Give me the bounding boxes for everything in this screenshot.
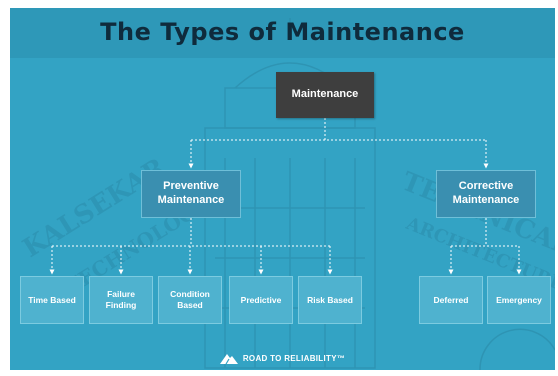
- node-maintenance: Maintenance: [276, 72, 374, 118]
- road-mountain-icon: [219, 354, 238, 364]
- footer-brand: ROAD TO RELIABILITY™: [10, 352, 555, 364]
- node-preventive-maintenance: Preventive Maintenance: [141, 170, 241, 218]
- node-deferred: Deferred: [419, 276, 483, 324]
- diagram-slide: KALSEKAR & TECHNOLOGY TECHNICAL ARCHITEC…: [10, 8, 555, 370]
- node-emergency: Emergency: [487, 276, 551, 324]
- node-risk-based: Risk Based: [298, 276, 362, 324]
- node-failure-finding: Failure Finding: [89, 276, 153, 324]
- node-time-based: Time Based: [20, 276, 84, 324]
- node-condition-based: Condition Based: [158, 276, 222, 324]
- node-corrective-maintenance: Corrective Maintenance: [436, 170, 536, 218]
- footer-text: ROAD TO RELIABILITY™: [242, 353, 346, 363]
- node-predictive: Predictive: [229, 276, 293, 324]
- diagram-title: The Types of Maintenance: [100, 18, 465, 46]
- title-band: [10, 8, 555, 58]
- tree-connectors: [49, 118, 522, 275]
